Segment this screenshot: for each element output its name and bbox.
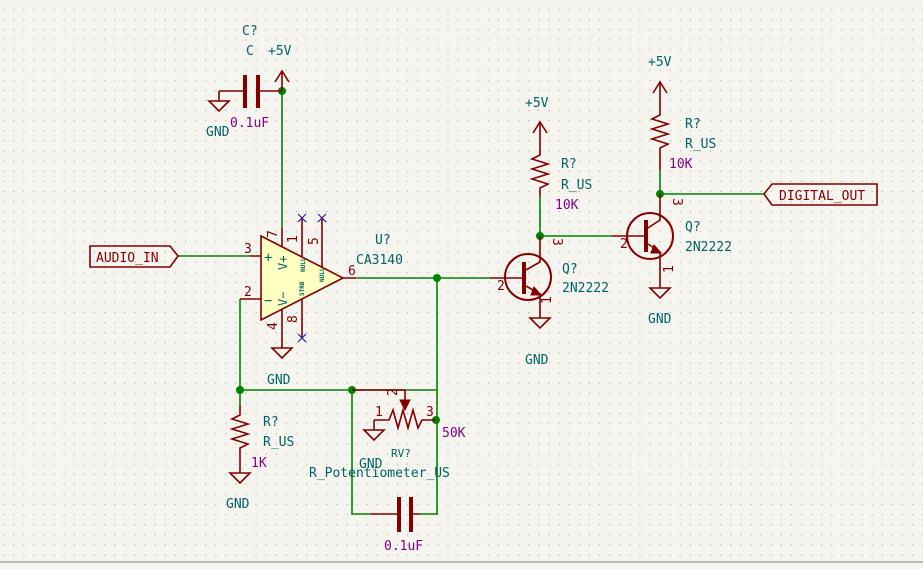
gnd-label: GND xyxy=(206,125,230,140)
q1-pin-b: 2 xyxy=(497,279,505,294)
c1-name: C xyxy=(246,44,254,59)
pot-ref: RV? xyxy=(391,447,411,460)
gnd-icon xyxy=(209,91,229,111)
digital-out-label: DIGITAL_OUT xyxy=(779,189,865,204)
q2-pin-e: 1 xyxy=(662,265,677,273)
gnd-icon xyxy=(272,348,292,358)
wire-digital-out[interactable] xyxy=(660,170,764,194)
vcc-label: +5V xyxy=(525,96,549,111)
u1-value: CA3140 xyxy=(356,253,403,268)
r10k-ref: R? xyxy=(561,157,577,172)
resistor-r-10k-q1[interactable]: +5V R? R_US 10K xyxy=(525,96,592,213)
q1-pin-e: 1 xyxy=(540,296,555,304)
potentiometer-rv[interactable]: 1 2 3 50K RV? GND R_Potentiometer_US xyxy=(309,388,466,481)
u1-ref: U? xyxy=(375,233,391,248)
opamp-u1[interactable]: 3 2 6 7 1 5 4 8 + − V+ V− NULL NULL STRB… xyxy=(240,214,403,358)
r1k-name: R_US xyxy=(263,435,294,450)
c1-ref: C? xyxy=(242,24,258,39)
capacitor-c2[interactable]: 0.1uF xyxy=(370,497,423,554)
global-label-audio-in[interactable]: AUDIO_IN xyxy=(90,246,178,267)
q2-value: 2N2222 xyxy=(685,240,732,255)
c2-value: 0.1uF xyxy=(384,539,423,554)
vminus-label: V− xyxy=(276,292,290,306)
pot-name: R_Potentiometer_US xyxy=(309,466,450,481)
gnd-net-label: GND xyxy=(267,373,291,388)
null-label: NULL xyxy=(319,267,326,282)
c1-value: 0.1uF xyxy=(230,116,269,131)
pot-pin-1: 1 xyxy=(375,405,383,420)
r10k-value: 10K xyxy=(669,157,693,172)
grid-dots xyxy=(3,9,923,556)
r1k-ref: R? xyxy=(263,415,279,430)
pin-6: 6 xyxy=(348,264,356,279)
vcc-label: +5V xyxy=(268,44,292,59)
global-label-digital-out[interactable]: DIGITAL_OUT xyxy=(764,184,877,205)
vplus-label: V+ xyxy=(276,256,290,270)
pot-pin-3: 3 xyxy=(426,405,434,420)
capacitor-c1[interactable]: C? C 0.1uF GND xyxy=(206,24,282,140)
gnd-icon xyxy=(364,420,384,440)
resistor-r-10k-q2[interactable]: +5V R? R_US 10K xyxy=(648,55,716,172)
plus-sign: + xyxy=(264,250,272,266)
null-label: NULL xyxy=(300,257,307,272)
q1-ref: Q? xyxy=(562,262,578,277)
junction xyxy=(433,274,441,282)
q1-pin-c: 3 xyxy=(549,238,564,246)
pin-3: 3 xyxy=(244,242,252,257)
r10k-name: R_US xyxy=(561,178,592,193)
pin-1: 1 xyxy=(286,235,301,243)
audio-in-label: AUDIO_IN xyxy=(96,251,159,266)
canvas-bottom-edge xyxy=(0,561,923,563)
power-vcc-opamp: +5V xyxy=(268,44,292,91)
gnd-label: GND xyxy=(525,353,549,368)
r10k-ref: R? xyxy=(685,117,701,132)
minus-sign: − xyxy=(264,293,272,309)
pin-2: 2 xyxy=(244,285,252,300)
transistor-q2[interactable]: 2 3 1 Q? 2N2222 GND xyxy=(612,194,732,327)
pin-4: 4 xyxy=(266,322,281,330)
transistor-q1[interactable]: 2 3 1 Q? 2N2222 GND xyxy=(490,236,609,368)
power-arrow-icon xyxy=(275,71,289,91)
q2-ref: Q? xyxy=(685,220,701,235)
strobe-label: STRB xyxy=(299,281,306,296)
gnd-label: GND xyxy=(226,497,250,512)
pot-pin-2: 2 xyxy=(386,388,401,396)
r10k-value: 10K xyxy=(555,198,579,213)
wire-c2-left[interactable] xyxy=(352,390,370,514)
gnd-icon xyxy=(230,473,250,483)
pot-value: 50K xyxy=(442,426,466,441)
r1k-value: 1K xyxy=(251,456,267,471)
gnd-label: GND xyxy=(648,312,672,327)
junction xyxy=(236,386,244,394)
vcc-label: +5V xyxy=(648,55,672,70)
q1-value: 2N2222 xyxy=(562,281,609,296)
q2-pin-c: 3 xyxy=(669,198,684,206)
q2-pin-b: 2 xyxy=(620,237,628,252)
pin-8: 8 xyxy=(286,315,301,323)
gnd-icon xyxy=(530,318,550,328)
r10k-name: R_US xyxy=(685,137,716,152)
pin-7: 7 xyxy=(266,230,281,238)
pin-5: 5 xyxy=(307,237,322,245)
